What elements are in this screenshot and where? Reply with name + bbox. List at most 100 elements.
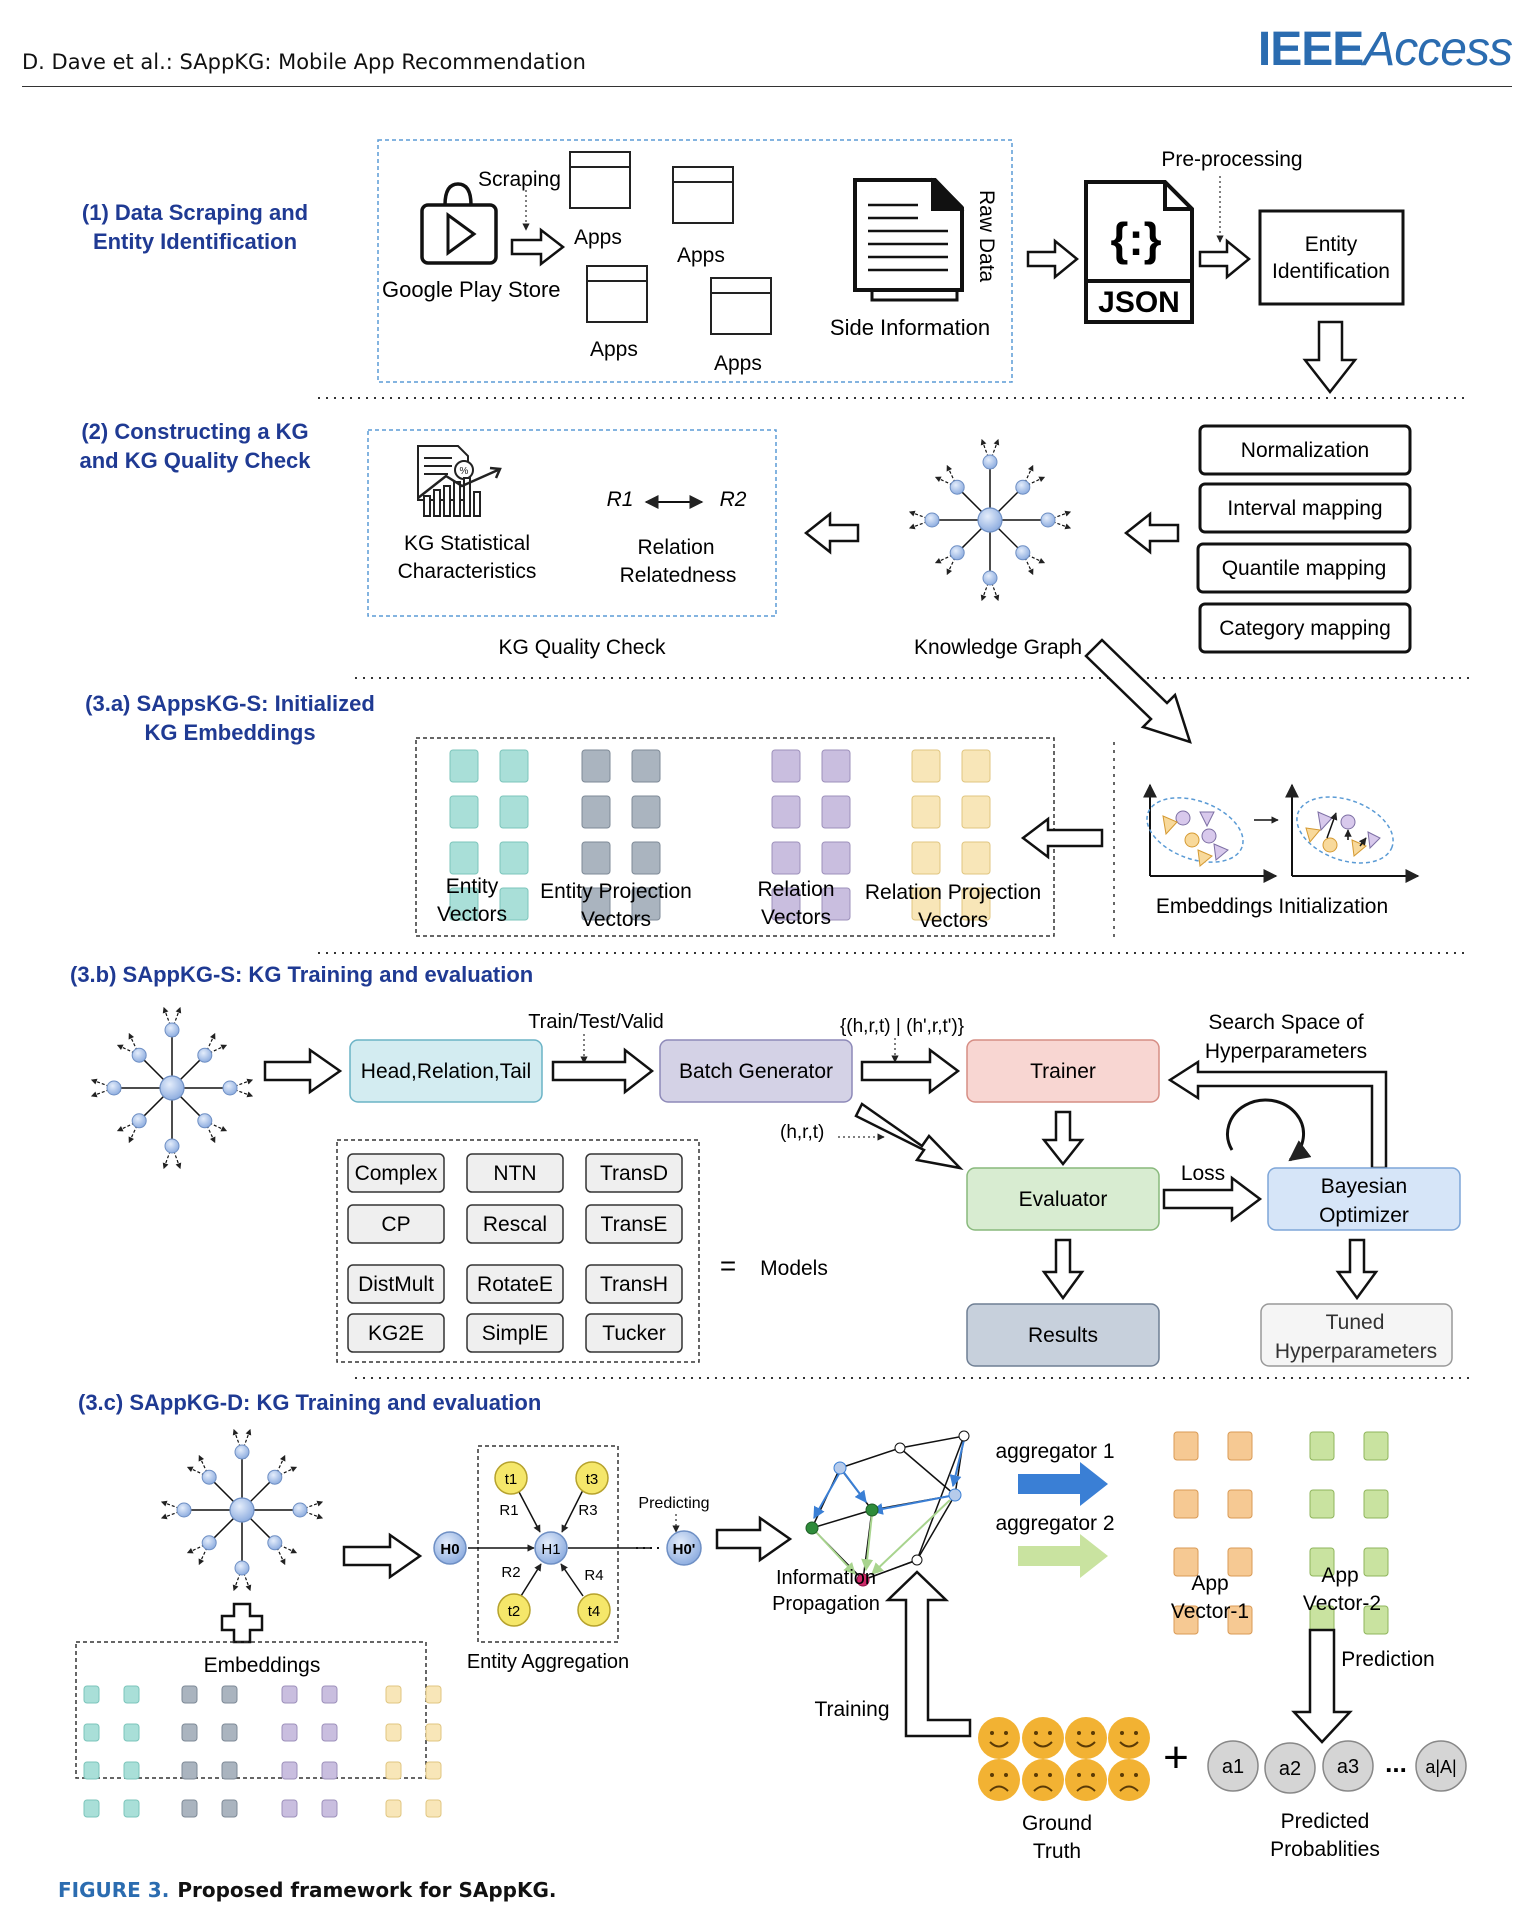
vector-cell: [425, 1685, 442, 1704]
vector-cell: [771, 887, 801, 921]
vector-cell: [181, 1799, 198, 1818]
plus-icon: [220, 1602, 264, 1644]
section2-title-line1: (2) Constructing a KG: [81, 419, 308, 444]
h0p-node: [666, 1530, 702, 1566]
model-chip: [585, 1204, 683, 1244]
prob-a1: a1: [1222, 1756, 1244, 1778]
batch-generator-label: Batch Generator: [679, 1060, 833, 1083]
sad-face-icon: [1022, 1759, 1064, 1801]
kg-node: [106, 1080, 122, 1096]
relation-r1: R1: [607, 488, 634, 511]
relation-projection-grid: [911, 749, 991, 921]
bayesian-line1: Bayesian: [1321, 1175, 1407, 1198]
vector-cell: [821, 795, 851, 829]
t3-label: t3: [586, 1471, 599, 1488]
vector-cell: [499, 795, 529, 829]
t4-to-h1-edge: [560, 1563, 584, 1597]
section3c-title: (3.c) SAppKG-D: KG Training and evaluati…: [78, 1390, 541, 1415]
sad-face-icon: [1108, 1759, 1150, 1801]
embeddings-slate-grid: [181, 1685, 238, 1818]
loss-label: Loss: [1181, 1162, 1225, 1185]
vector-cell: [83, 1723, 100, 1742]
vector-cell: [581, 887, 611, 921]
tuned-box: [1260, 1303, 1453, 1367]
kg-outer-edge: [1022, 552, 1034, 576]
apps-label-1: Apps: [574, 226, 622, 249]
trainer-box: [966, 1039, 1160, 1103]
r1-label: R1: [499, 1502, 518, 1519]
vector-cell: [1363, 1605, 1389, 1635]
kg-outer-edge: [1047, 519, 1072, 530]
entity-identification-line2: Identification: [1272, 260, 1390, 283]
vector-cell: [321, 1723, 338, 1742]
kg-outer-edge: [162, 1145, 173, 1170]
ground-truth-line2: Truth: [1033, 1840, 1081, 1863]
vector-cell: [449, 749, 479, 783]
happy-face-icon: [1022, 1717, 1064, 1759]
model-chip: [466, 1204, 564, 1244]
kg-outer-edge: [186, 1466, 210, 1478]
vector-cell: [123, 1761, 140, 1780]
vector-cell: [123, 1685, 140, 1704]
app-vector1-line2: Vector-1: [1171, 1600, 1249, 1623]
entity-vectors-line1: Entity: [446, 875, 499, 898]
kg-outer-edge: [241, 1567, 252, 1592]
embeddings-box: [75, 1641, 427, 1779]
arrow-hrt-to-batch: [551, 1047, 655, 1095]
vector-cell: [1309, 1431, 1335, 1461]
kg-outer-edge: [232, 1567, 243, 1592]
vector-cell: [1227, 1431, 1253, 1461]
arrow-kg-to-h0: [342, 1532, 423, 1580]
ground-truth-line1: Ground: [1022, 1812, 1092, 1835]
embeddings-lavender-grid: [281, 1685, 338, 1818]
app-vector2-line1: App: [1321, 1564, 1358, 1587]
model-chip: [466, 1153, 564, 1193]
kg-node: [201, 1469, 217, 1485]
vector-cell: [631, 887, 661, 921]
entity-aggregation-label: Entity Aggregation: [467, 1651, 629, 1673]
section3b-title: (3.b) SAppKG-S: KG Training and evaluati…: [70, 962, 533, 987]
kg-outer-edge: [299, 1500, 324, 1511]
entity-vectors-grid: [449, 749, 529, 921]
kg-node: [982, 570, 998, 586]
kg-outer-edge: [908, 519, 933, 530]
quality-check-box: [367, 429, 777, 617]
kg-node: [267, 1535, 283, 1551]
models-label: Models: [760, 1257, 828, 1280]
prob-plus: +: [1163, 1733, 1189, 1782]
evaluator-label: Evaluator: [1019, 1188, 1108, 1211]
vector-cell: [449, 795, 479, 829]
t4-node: [577, 1593, 611, 1627]
vector-cell: [821, 841, 851, 875]
kg-center-node: [977, 507, 1003, 533]
arrow-init-to-vectors: [1020, 816, 1104, 860]
kg-outer-edge: [241, 1428, 252, 1453]
bayesian-line2: Optimizer: [1319, 1204, 1409, 1227]
mapping-category: Category mapping: [1219, 617, 1391, 640]
t2-label: t2: [508, 1603, 521, 1620]
vector-cell: [581, 749, 611, 783]
vector-cell: [499, 841, 529, 875]
running-title: D. Dave et al.: SAppKG: Mobile App Recom…: [22, 50, 586, 74]
kg-node: [292, 1502, 308, 1518]
kg-outer-edge: [980, 577, 991, 602]
search-space-line1: Search Space of: [1208, 1011, 1363, 1034]
vector-cell: [581, 795, 611, 829]
vector-cell: [1363, 1431, 1389, 1461]
kg-node: [949, 479, 965, 495]
predicted-prob-circles: [1207, 1740, 1467, 1794]
t2-to-h1-edge: [520, 1563, 542, 1597]
app-vector1-line1: App: [1191, 1572, 1228, 1595]
happy-face-icon: [1108, 1717, 1150, 1759]
vector-cell: [1227, 1489, 1253, 1519]
evaluator-box: [966, 1167, 1160, 1231]
model-chip-label: Rescal: [483, 1213, 547, 1236]
app-vector2-line2: Vector-2: [1303, 1592, 1381, 1615]
kg-outer-edge: [128, 1032, 140, 1056]
aggregator2-arrow: [1018, 1534, 1108, 1578]
kg-outer-edge: [1047, 510, 1072, 521]
models-equals: =: [720, 1250, 736, 1281]
vector-cell: [181, 1761, 198, 1780]
